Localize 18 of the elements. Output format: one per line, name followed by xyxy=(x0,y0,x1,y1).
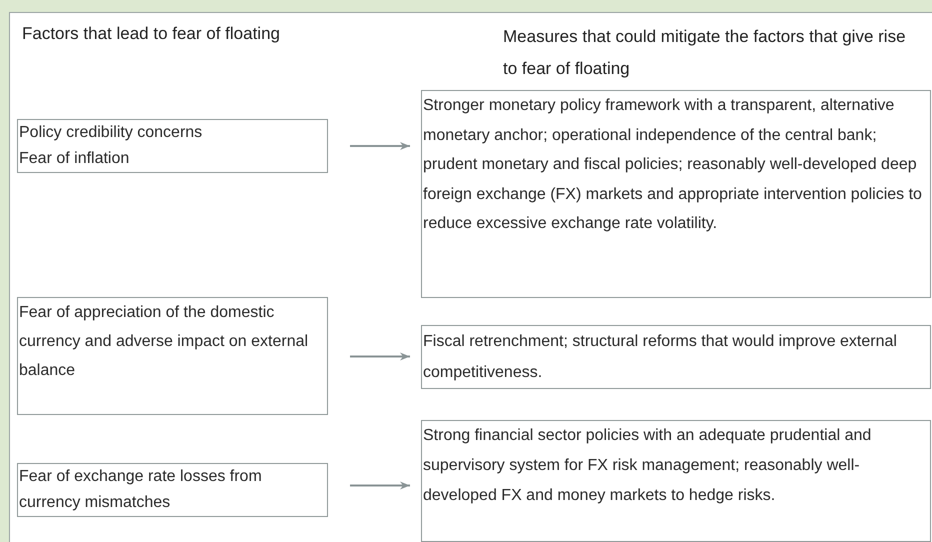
text-box xyxy=(421,420,931,542)
text-box xyxy=(421,90,931,298)
arrow xyxy=(350,352,410,360)
arrow xyxy=(350,482,410,490)
text-box xyxy=(17,119,328,173)
box-text: Stronger monetary policy framework with a transparent, alternative monetary anchor; operational independence of the central bank; prudent monetary and fiscal policies; reasonably well-developed deep foreign exchange (FX) markets and appropriate intervention policies to reduce excessive exchange rate volatility. xyxy=(423,96,923,234)
box-text: Policy credibility concerns xyxy=(19,123,204,143)
box-text: Fear of appreciation of the domestic currency and adverse impact on external balance xyxy=(19,303,310,381)
text-box xyxy=(17,463,328,517)
text-box xyxy=(17,297,328,415)
column-heading: Factors that lead to fear of floating xyxy=(22,23,281,45)
box-text: Strong financial sector policies with an adequate prudential and supervisory system for FX risk management; reasonably well-developed FX and money markets to hedge risks. xyxy=(423,426,872,506)
text-box xyxy=(421,325,931,389)
box-text: Fiscal retrenchment; structural reforms that would improve external competitiveness. xyxy=(423,332,898,383)
column-heading: Measures that could mitigate the factors that give rise to fear of floating xyxy=(503,26,907,80)
arrow xyxy=(350,142,410,150)
box-text: Fear of inflation xyxy=(19,149,130,169)
box-text: Fear of exchange rate losses from currency mismatches xyxy=(19,467,263,513)
